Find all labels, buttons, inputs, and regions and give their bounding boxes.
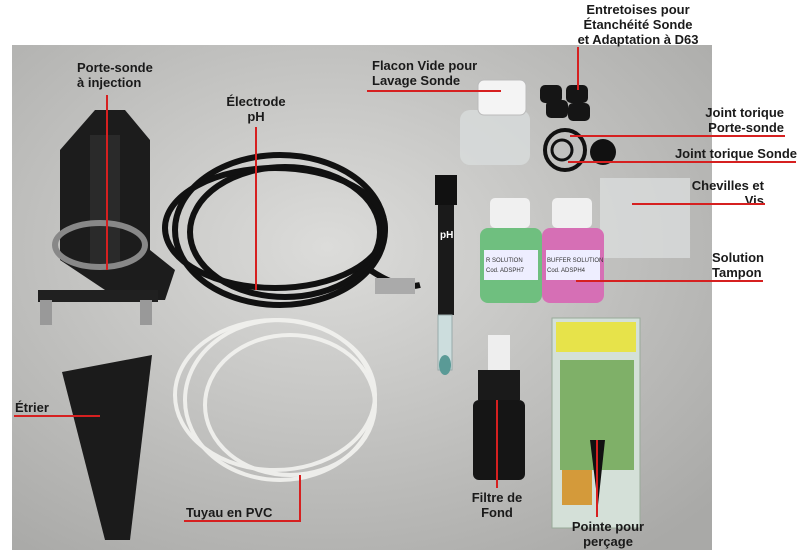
callout-line-pointe [596, 440, 598, 517]
svg-text:Cod. ADSPH4: Cod. ADSPH4 [547, 268, 586, 274]
drill-bit-pack [551, 317, 641, 529]
callout-line-tuyau-h [184, 520, 301, 522]
label-joint-porte-sonde: Joint torique Porte-sonde [705, 105, 784, 135]
pvc-tube [173, 318, 377, 482]
callout-line-filtre [496, 400, 498, 488]
screws-bag [600, 178, 690, 258]
label-entretoises: Entretoises pour Étanchéité Sonde et Ada… [577, 2, 699, 47]
callout-line-joint-sonde [568, 161, 796, 163]
buffer-bottle-green: R SOLUTION Cod. ADSPH7 [480, 198, 542, 303]
label-flacon: Flacon Vide pour Lavage Sonde [372, 58, 478, 88]
callout-line-solution [576, 280, 763, 282]
label-joint-sonde: Joint torique Sonde [674, 146, 797, 161]
callout-line-porte-sonde [106, 95, 108, 270]
electrode-cable [162, 152, 421, 308]
svg-text:R SOLUTION: R SOLUTION [486, 258, 523, 264]
label-etrier: Étrier [15, 400, 49, 415]
label-tuyau: Tuyau en PVC [186, 505, 273, 520]
bracket [62, 355, 152, 540]
callout-line-tuyau-v [299, 475, 301, 521]
buffer-bottle-pink: BUFFER SOLUTION Cod. ADSPH4 [542, 198, 604, 303]
bottom-filter [473, 335, 525, 480]
label-filtre: Filtre de Fond [471, 490, 523, 520]
bnc-connector [375, 278, 415, 294]
callout-line-joint-porte-sonde [570, 135, 785, 137]
label-electrode: Électrode pH [226, 94, 286, 124]
label-solution-tampon: Solution Tampon [712, 250, 764, 280]
wash-bottle [460, 79, 530, 165]
svg-text:Cod. ADSPH7: Cod. ADSPH7 [486, 268, 525, 274]
callout-line-electrode [255, 127, 257, 290]
callout-line-etrier [14, 415, 100, 417]
ph-electrode: pH [435, 175, 457, 375]
label-porte-sonde: Porte-sonde à injection [77, 60, 153, 90]
callout-line-flacon [367, 90, 501, 92]
probe-holder [38, 110, 175, 325]
label-pointe: Pointe pour perçage [571, 519, 645, 549]
svg-text:BUFFER SOLUTION: BUFFER SOLUTION [547, 258, 603, 264]
callout-line-entretoises [577, 47, 579, 90]
o-rings [543, 128, 616, 172]
callout-line-chevilles [632, 203, 765, 205]
spacers [540, 85, 590, 121]
electrode-tag: pH [440, 230, 453, 241]
